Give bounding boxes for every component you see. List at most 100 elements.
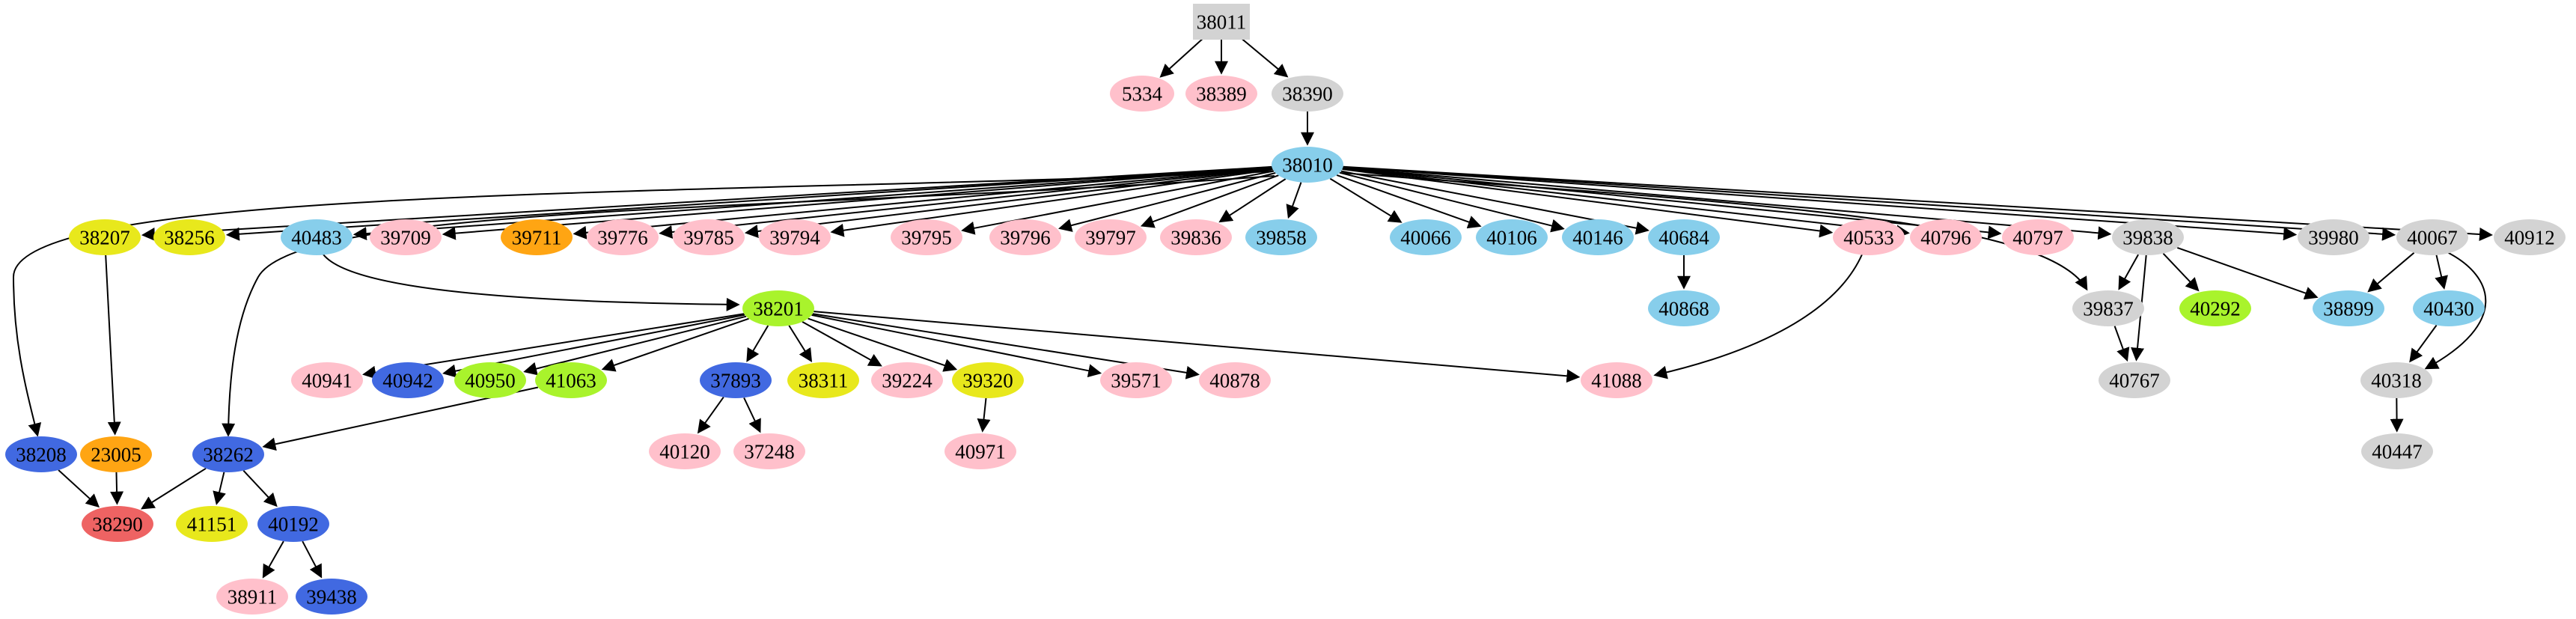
graph-node-label: 40912 xyxy=(2504,226,2555,248)
graph-edge-38010-39796 xyxy=(1057,172,1276,232)
graph-node-40878: 40878 xyxy=(1199,362,1271,398)
graph-node-40067: 40067 xyxy=(2396,219,2468,255)
graph-edge-40067-40318 xyxy=(2424,251,2487,370)
graph-node-label: 41151 xyxy=(187,513,237,535)
graph-node-40684: 40684 xyxy=(1648,219,1720,255)
graph-node-label: 40430 xyxy=(2423,297,2474,320)
graph-edge-40067-38899 xyxy=(2367,251,2415,293)
graph-edge-38011-38390 xyxy=(1238,35,1289,78)
node-ellipse xyxy=(2002,219,2074,255)
graph-edge-38010-39797 xyxy=(1140,174,1279,228)
graph-node-38390: 38390 xyxy=(1272,76,1343,112)
graph-edge-40533-41088 xyxy=(1653,254,1863,379)
node-ellipse xyxy=(742,290,814,326)
graph-node-39711: 39711 xyxy=(501,219,573,255)
graph-node-label: 40878 xyxy=(1209,369,1260,391)
graph-node-label: 39794 xyxy=(769,226,820,248)
graph-node-39785: 39785 xyxy=(673,219,745,255)
graph-edge-39838-40292 xyxy=(2162,253,2200,292)
graph-edge-38010-40146 xyxy=(1339,171,1565,233)
node-ellipse xyxy=(1562,219,1634,255)
node-ellipse xyxy=(257,506,329,542)
graph-edge-38262-40192 xyxy=(242,470,278,507)
graph-node-label: 38010 xyxy=(1282,153,1333,176)
graph-edges xyxy=(12,35,2493,579)
graph-node-40066: 40066 xyxy=(1390,219,1462,255)
graph-node-38311: 38311 xyxy=(787,362,859,398)
node-ellipse xyxy=(2298,219,2369,255)
node-ellipse xyxy=(372,362,444,398)
graph-node-40192: 40192 xyxy=(257,506,329,542)
node-ellipse xyxy=(2360,362,2432,398)
graph-node-label: 40942 xyxy=(382,369,433,391)
graph-node-label: 40868 xyxy=(1658,297,1709,320)
graph-edge-38201-39224 xyxy=(802,321,882,367)
node-ellipse xyxy=(1075,219,1147,255)
graph-node-39837: 39837 xyxy=(2072,290,2144,326)
graph-node-39838: 39838 xyxy=(2112,219,2184,255)
graph-edge-40067-40430 xyxy=(2435,254,2448,290)
graph-edge-38010-39838 xyxy=(1343,167,2112,240)
node-ellipse xyxy=(1160,219,1232,255)
graph-node-40950: 40950 xyxy=(454,362,526,398)
graph-edge-38010-40533 xyxy=(1342,168,1834,238)
graph-edge-38010-40106 xyxy=(1336,174,1482,229)
node-ellipse xyxy=(700,362,772,398)
node-ellipse xyxy=(1272,76,1343,112)
graph-edge-38010-40912 xyxy=(1343,165,2493,241)
graph-node-38389: 38389 xyxy=(1185,76,1257,112)
node-ellipse xyxy=(1390,219,1462,255)
graph-node-label: 39836 xyxy=(1171,226,1221,248)
graph-node-41088: 41088 xyxy=(1581,362,1652,398)
graph-node-label: 39224 xyxy=(882,369,933,391)
graph-node-label: 38262 xyxy=(203,443,254,466)
graph-edge-38010-40797 xyxy=(1343,167,2002,240)
graph-node-39709: 39709 xyxy=(370,219,442,255)
graph-node-39776: 39776 xyxy=(587,219,659,255)
graph-node-label: 38011 xyxy=(1197,10,1247,33)
node-ellipse xyxy=(296,579,367,615)
node-ellipse xyxy=(1581,362,1652,398)
graph-node-40447: 40447 xyxy=(2361,433,2433,469)
node-ellipse xyxy=(291,362,363,398)
graph-node-label: 38899 xyxy=(2323,297,2374,320)
graph-edge-37893-37248 xyxy=(743,397,761,433)
graph-edge-38010-39785 xyxy=(744,168,1273,238)
graph-node-label: 40447 xyxy=(2372,440,2423,463)
graph-node-label: 38390 xyxy=(1282,82,1333,105)
graph-edge-39838-38899 xyxy=(2176,246,2319,300)
graph-node-label: 39776 xyxy=(597,226,648,248)
node-ellipse xyxy=(1910,219,1982,255)
graph-node-40912: 40912 xyxy=(2494,219,2566,255)
graph-node-label: 39709 xyxy=(380,226,431,248)
graph-node-38899: 38899 xyxy=(2313,290,2384,326)
graph-edge-38201-39571 xyxy=(811,314,1102,378)
graph-node-38262: 38262 xyxy=(192,436,264,472)
graph-node-label: 38256 xyxy=(164,226,215,248)
node-ellipse xyxy=(891,219,962,255)
graph-node-38208: 38208 xyxy=(5,436,77,472)
graph-edge-38201-41063 xyxy=(601,317,749,372)
graph-edge-38010-38208 xyxy=(12,171,1273,437)
graph-node-38201: 38201 xyxy=(742,290,814,326)
graph-node-40292: 40292 xyxy=(2179,290,2251,326)
node-ellipse xyxy=(2396,219,2468,255)
node-ellipse xyxy=(649,433,721,469)
graph-node-label: 37893 xyxy=(710,369,761,391)
graph-edge-38010-39837 xyxy=(1340,172,2088,291)
graph-edge-39837-40767 xyxy=(2113,326,2130,362)
graph-node-label: 41088 xyxy=(1591,369,1642,391)
graph-node-label: 38201 xyxy=(753,297,804,320)
graph-node-40120: 40120 xyxy=(649,433,721,469)
graph-node-39571: 39571 xyxy=(1100,362,1172,398)
graph-node-label: 39711 xyxy=(512,226,562,248)
graph-edge-38010-39776 xyxy=(659,168,1273,239)
graph-node-38207: 38207 xyxy=(69,219,141,255)
graph-node-40796: 40796 xyxy=(1910,219,1982,255)
graph-node-label: 23005 xyxy=(91,443,141,466)
graph-node-label: 39795 xyxy=(901,226,952,248)
graph-node-38011: 38011 xyxy=(1193,4,1250,40)
